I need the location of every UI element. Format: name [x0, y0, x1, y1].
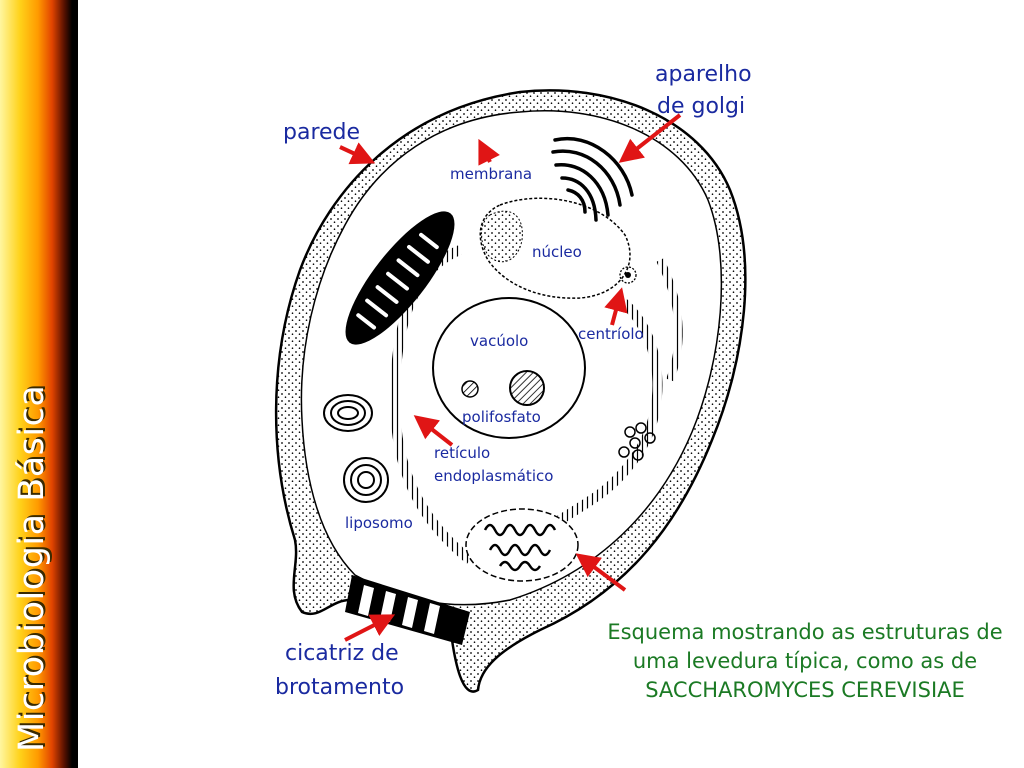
label-membrana: membrana — [450, 165, 533, 183]
arrow-membrana — [478, 138, 500, 166]
sidebar-bar: Microbiologia Básica Microbiologia Básic… — [0, 0, 78, 768]
label-nucleo: núcleo — [532, 243, 582, 261]
centriole — [619, 266, 637, 284]
caption-line-1: Esquema mostrando as estruturas de — [607, 620, 1003, 644]
label-vacuolo: vacúolo — [470, 332, 529, 350]
liposome-upper — [323, 394, 373, 432]
liposome-lower — [343, 457, 389, 503]
label-reticulo-line2: endoplasmático — [434, 467, 554, 485]
label-cicatriz-line1: cicatriz de — [285, 641, 399, 666]
polyphosphate-granule-small — [461, 380, 479, 398]
golgi-apparatus — [551, 136, 634, 222]
arrow-centriolo — [604, 287, 628, 326]
endoplasmic-reticulum-right — [557, 296, 663, 525]
label-golgi-line1: aparelho — [655, 62, 752, 87]
mitochondrion — [345, 211, 455, 345]
endoplasmic-reticulum-top — [656, 258, 683, 382]
nucleolus — [481, 210, 523, 263]
arrow-cicatriz — [344, 614, 396, 642]
arrow-reticulo — [413, 415, 454, 447]
label-centriolo: centríolo — [578, 325, 644, 343]
label-golgi-line2: de golgi — [657, 94, 746, 119]
diagram-caption: Esquema mostrando as estruturas de uma l… — [600, 618, 1010, 705]
vacuole — [432, 297, 586, 439]
polyphosphate-granule-large — [509, 370, 545, 406]
arrow-golgi — [618, 113, 682, 163]
bud-scar — [345, 575, 470, 645]
label-polifosfato: polifosfato — [462, 408, 541, 426]
arrow-parede — [339, 142, 376, 165]
label-reticulo-line1: retículo — [434, 444, 491, 462]
caption-line-2: uma levedura típica, como as de — [632, 649, 978, 673]
granule-cluster — [618, 422, 656, 461]
label-parede: parede — [283, 120, 361, 145]
caption-line-3: SACCHAROMYCES CEREVISIAE — [645, 678, 965, 702]
arrow-chromatin — [575, 553, 627, 592]
label-liposomo: liposomo — [345, 514, 413, 532]
label-arrows — [339, 113, 682, 642]
chromatin-body — [465, 508, 579, 582]
label-cicatriz-line2: brotamento — [275, 675, 405, 700]
